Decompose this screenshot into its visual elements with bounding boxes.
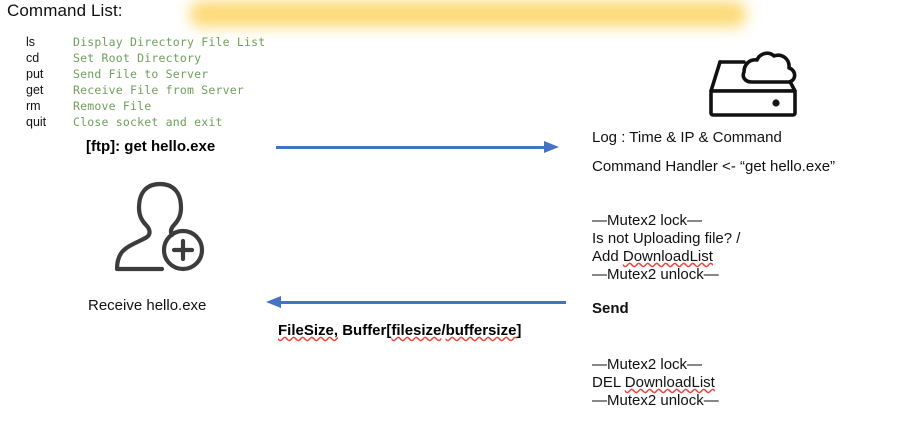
command-row-put: put Send File to Server	[26, 66, 356, 82]
server-upload-check-line: Is not Uploading file? /	[592, 230, 741, 247]
payload-filesize-token: FileSize,	[278, 322, 339, 339]
server-log-line: Log : Time & IP & Command	[592, 129, 782, 146]
command-description: Remove File	[73, 99, 152, 113]
add-user-icon	[106, 172, 216, 280]
server-mutex2-unlock-2: —Mutex2 unlock—	[592, 392, 719, 409]
command-name: cd	[26, 51, 40, 65]
server-command-handler-line: Command Handler <- “get hello.exe”	[592, 158, 836, 175]
command-list: ls Display Directory File List cd Set Ro…	[26, 34, 356, 130]
command-description: Receive File from Server	[73, 83, 244, 97]
server-mutex2-unlock-1: —Mutex2 unlock—	[592, 266, 719, 283]
server-add-downloadlist-line: Add DownloadList	[592, 247, 713, 266]
redacted-highlight-bar	[190, 1, 746, 27]
downloadlist-token: DownloadList	[622, 248, 713, 265]
request-arrow-right	[276, 141, 559, 155]
arrow-shaft	[278, 301, 566, 304]
payload-filesize-var: filesize	[391, 322, 442, 339]
cloud-server-icon	[700, 44, 806, 124]
command-description: Close socket and exit	[73, 115, 223, 129]
command-name: quit	[26, 115, 47, 129]
del-prefix: DEL	[592, 374, 625, 391]
arrow-head	[544, 141, 559, 153]
command-row-rm: rm Remove File	[26, 98, 356, 114]
arrow-shaft	[276, 146, 548, 149]
command-name: ls	[26, 35, 36, 49]
payload-slash: /	[441, 322, 446, 339]
payload-buffersize-var: buffersize	[445, 322, 517, 339]
command-description: Display Directory File List	[73, 35, 266, 49]
server-del-downloadlist-line: DEL DownloadList	[592, 373, 715, 392]
payload-label: FileSize, Buffer[filesize/buffersize]	[278, 322, 521, 339]
command-row-quit: quit Close socket and exit	[26, 114, 356, 130]
server-mutex2-lock-2: —Mutex2 lock—	[592, 356, 703, 373]
command-name: put	[26, 67, 44, 81]
command-row-get: get Receive File from Server	[26, 82, 356, 98]
command-row-cd: cd Set Root Directory	[26, 50, 356, 66]
payload-bracket-close: ]	[516, 322, 522, 339]
arrow-head	[266, 296, 281, 308]
client-command-prompt: [ftp]: get hello.exe	[86, 138, 216, 155]
server-send-label: Send	[592, 300, 629, 317]
response-arrow-left	[266, 296, 566, 310]
command-name: rm	[26, 99, 41, 113]
add-prefix: Add	[592, 248, 623, 265]
downloadlist-token: DownloadList	[624, 374, 715, 391]
server-mutex2-lock-1: —Mutex2 lock—	[592, 212, 703, 229]
page-title: Command List:	[7, 1, 123, 20]
payload-buffer-token: Buffer[	[338, 322, 392, 339]
command-name: get	[26, 83, 44, 97]
command-description: Send File to Server	[73, 67, 209, 81]
client-receive-label: Receive hello.exe	[88, 297, 207, 314]
command-row-ls: ls Display Directory File List	[26, 34, 356, 50]
command-description: Set Root Directory	[73, 51, 202, 65]
